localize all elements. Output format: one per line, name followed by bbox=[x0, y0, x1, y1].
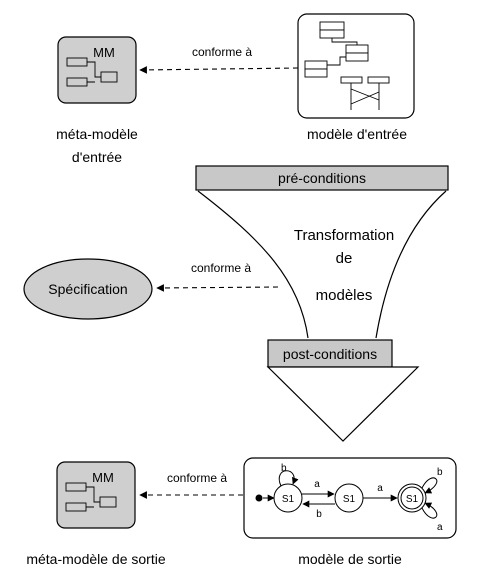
metamodel-in-icon bbox=[57, 36, 137, 104]
transition-2-3-label: a bbox=[377, 483, 383, 494]
metamodel-out-caption: méta-modèle de sortie bbox=[26, 551, 166, 567]
metamodel-out-icon bbox=[56, 461, 136, 529]
postconditions-label: post-conditions bbox=[283, 346, 377, 362]
metamodel-in-caption-line1: méta-modèle bbox=[56, 126, 138, 142]
model-in-icon bbox=[297, 13, 415, 119]
conforms-arrow-top bbox=[139, 66, 299, 74]
conforms-label-spec: conforme à bbox=[191, 261, 251, 275]
model-out-caption: modèle de sortie bbox=[298, 551, 402, 567]
transition-1-2-label: a bbox=[314, 479, 320, 490]
state-2-label: S1 bbox=[343, 494, 356, 505]
self-loop-state-1-label: b bbox=[281, 463, 287, 474]
conforms-label-top: conforme à bbox=[192, 45, 252, 59]
state-3-label: S1 bbox=[406, 494, 419, 505]
funnel-right-curve bbox=[375, 190, 447, 339]
transformation-line3: modèles bbox=[316, 287, 373, 304]
initial-state-dot bbox=[255, 494, 263, 502]
postconditions-box bbox=[267, 339, 393, 368]
transformation-line1: Transformation bbox=[294, 227, 394, 244]
state-1-label: S1 bbox=[282, 494, 295, 505]
transformation-line2: de bbox=[336, 250, 353, 267]
conforms-arrow-spec bbox=[156, 284, 279, 292]
metamodel-in-badge: MM bbox=[93, 45, 115, 60]
conforms-label-bottom: conforme à bbox=[167, 471, 227, 485]
specification-label: Spécification bbox=[48, 281, 127, 297]
self-loop-state-3-bottom bbox=[421, 502, 438, 519]
state-3 bbox=[397, 483, 427, 513]
state-3-final-ring bbox=[400, 486, 424, 510]
metamodel-out-badge: MM bbox=[92, 470, 114, 485]
preconditions-label: pré-conditions bbox=[278, 170, 366, 186]
self-loop-state-3-top bbox=[421, 477, 438, 494]
specification-ellipse bbox=[23, 258, 153, 320]
self-loop-state-3-bottom-label: a bbox=[437, 522, 443, 533]
state-1 bbox=[273, 483, 303, 513]
metamodel-in-caption-line2: d'entrée bbox=[72, 149, 122, 165]
self-loop-state-1 bbox=[278, 470, 299, 487]
funnel-bottom-triangle bbox=[266, 366, 420, 442]
funnel-left-curve bbox=[197, 190, 309, 339]
self-loop-state-3-top-label: b bbox=[437, 467, 443, 478]
preconditions-box bbox=[195, 165, 449, 191]
model-in-caption: modèle d'entrée bbox=[307, 126, 407, 142]
transition-2-1-label: b bbox=[316, 509, 322, 520]
